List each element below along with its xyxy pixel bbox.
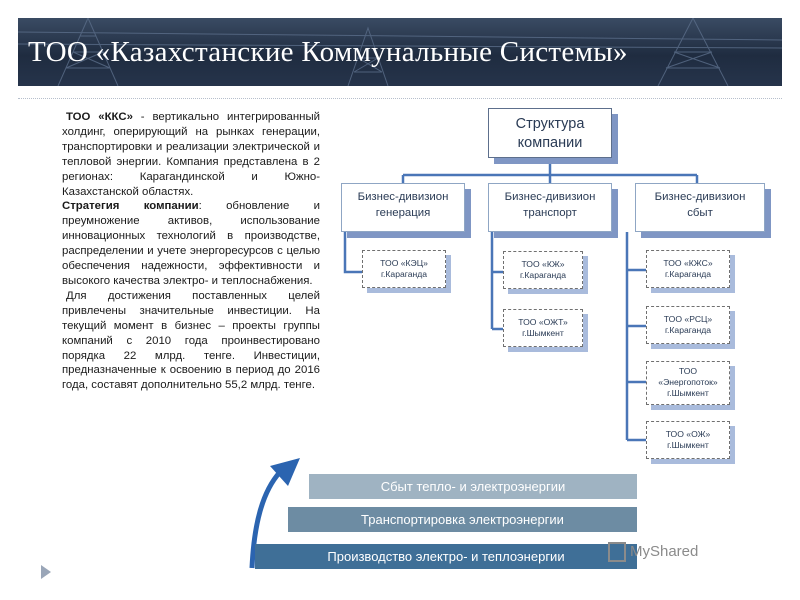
- structure-root-box: Структура компании: [488, 108, 612, 158]
- unit-kec-name: ТОО «КЭЦ»: [380, 258, 428, 268]
- unit-energopotok-line1: ТОО: [678, 366, 698, 376]
- company-description: - вертикально интегрированный холдинг, о…: [62, 111, 320, 198]
- unit-kzh: ТОО «КЖ» г.Караганда: [503, 251, 583, 289]
- bar-sales: Сбыт тепло- и электроэнергии: [309, 474, 637, 499]
- watermark-text: MyShared: [630, 542, 699, 560]
- bar-production: Производство электро- и теплоэнергии: [255, 544, 637, 569]
- division-generation-line1: Бизнес-дивизион: [357, 191, 449, 203]
- root-line1: Структура: [515, 116, 585, 132]
- unit-kzhs-name: ТОО «КЖС»: [663, 258, 713, 268]
- division-sales-line2: сбыт: [687, 207, 713, 219]
- unit-kzhs: ТОО «КЖС» г.Караганда: [646, 250, 730, 288]
- division-sales-line1: Бизнес-дивизион: [654, 191, 746, 203]
- connector-generation-units: [343, 232, 362, 274]
- page-title: ТОО «Казахстанские Коммунальные Системы»: [28, 36, 628, 68]
- unit-rsc-name: ТОО «РСЦ»: [663, 314, 713, 324]
- unit-ozht: ТОО «ОЖТ» г.Шымкент: [503, 309, 583, 347]
- unit-kec-city: г.Караганда: [380, 269, 428, 279]
- connector-transport-units: [490, 232, 503, 331]
- strategy-label: Стратегия компании: [62, 200, 199, 213]
- description-text: ТОО «ККС» - вертикально интегрированный …: [62, 110, 320, 393]
- unit-kzh-name: ТОО «КЖ»: [521, 259, 565, 269]
- watermark: MyShared: [608, 542, 698, 562]
- unit-energopotok-name: «Энергопоток»: [658, 377, 718, 387]
- unit-ozht-city: г.Шымкент: [522, 328, 564, 338]
- title-banner: ТОО «Казахстанские Коммунальные Системы»: [18, 18, 782, 86]
- division-transport-line1: Бизнес-дивизион: [504, 191, 596, 203]
- divider: [18, 98, 782, 99]
- unit-ozh-name: ТОО «ОЖ»: [665, 429, 711, 439]
- unit-rsc-city: г.Караганда: [664, 325, 712, 335]
- unit-kec: ТОО «КЭЦ» г.Караганда: [362, 250, 446, 288]
- unit-energopotok-city: г.Шымкент: [667, 388, 709, 398]
- division-transport-line2: транспорт: [523, 207, 577, 219]
- division-transport: Бизнес-дивизион транспорт: [488, 183, 612, 232]
- company-name: ТОО «ККС»: [66, 111, 133, 123]
- strategy-description: : обновление и преумножение активов, исп…: [62, 200, 321, 287]
- division-generation: Бизнес-дивизион генерация: [341, 183, 465, 232]
- watermark-logo-icon: [608, 542, 626, 562]
- unit-kzh-city: г.Караганда: [519, 270, 567, 280]
- power-tower-background: [18, 18, 782, 86]
- unit-energopotok: ТОО «Энергопоток» г.Шымкент: [646, 361, 730, 405]
- unit-ozh-city: г.Шымкент: [667, 440, 709, 450]
- unit-kzhs-city: г.Караганда: [664, 269, 712, 279]
- bar-transport: Транспортировка электроэнергии: [288, 507, 637, 532]
- division-sales: Бизнес-дивизион сбыт: [635, 183, 765, 232]
- unit-ozh: ТОО «ОЖ» г.Шымкент: [646, 421, 730, 459]
- root-line2: компании: [517, 135, 583, 151]
- investment-description: Для достижения поставленных целей привле…: [62, 289, 320, 392]
- division-generation-line2: генерация: [375, 207, 431, 219]
- unit-ozht-name: ТОО «ОЖТ»: [518, 317, 568, 327]
- unit-rsc: ТОО «РСЦ» г.Караганда: [646, 306, 730, 344]
- connector-sales-units: [625, 232, 646, 442]
- slide-nav-arrow-icon[interactable]: [40, 564, 52, 580]
